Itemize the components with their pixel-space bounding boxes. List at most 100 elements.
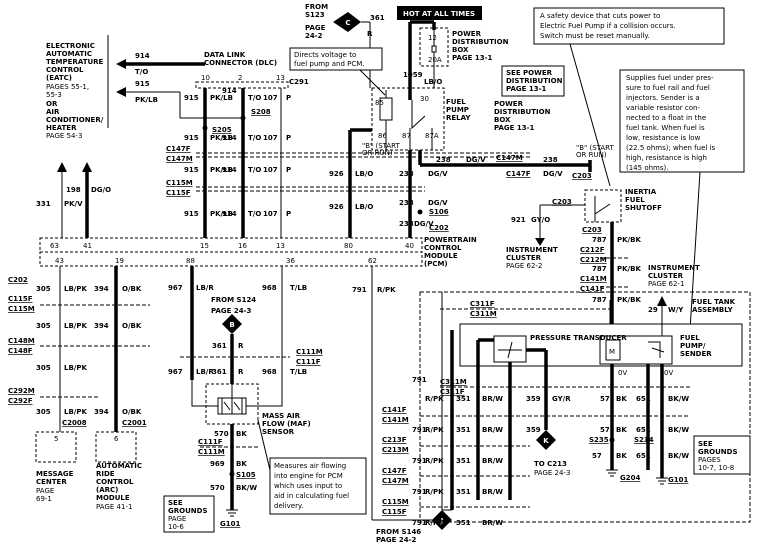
svg-text:198: 198 <box>66 186 81 194</box>
svg-text:791: 791 <box>412 488 427 496</box>
svg-text:BR/W: BR/W <box>482 457 503 465</box>
svg-text:C147M: C147M <box>382 477 409 485</box>
svg-text:PAGE 24-3: PAGE 24-3 <box>534 469 570 477</box>
svg-text:570: 570 <box>214 430 229 438</box>
svg-text:914: 914 <box>222 166 237 174</box>
svg-text:C291: C291 <box>289 78 309 86</box>
svg-text:41: 41 <box>83 242 92 250</box>
svg-text:R/PK: R/PK <box>425 519 444 527</box>
svg-text:13: 13 <box>276 74 285 82</box>
svg-text:PK/LB: PK/LB <box>210 134 233 142</box>
svg-text:PK/LB: PK/LB <box>210 94 233 102</box>
svg-text:PAGE: PAGE <box>36 487 54 495</box>
svg-text:LB/O: LB/O <box>424 78 442 86</box>
svg-text:C148F: C148F <box>8 347 33 355</box>
svg-text:delivery.: delivery. <box>274 502 303 510</box>
svg-text:361: 361 <box>212 368 227 376</box>
dlc-connector <box>195 81 289 89</box>
svg-text:351: 351 <box>456 457 471 465</box>
svg-text:R/PK: R/PK <box>377 286 396 294</box>
svg-text:DG/V: DG/V <box>428 199 448 207</box>
svg-text:R: R <box>238 342 244 350</box>
svg-text:A safety device that cuts powe: A safety device that cuts power to <box>540 12 660 20</box>
svg-text:SEE: SEE <box>698 440 713 448</box>
svg-text:DISTRIBUTION: DISTRIBUTION <box>506 77 563 85</box>
svg-text:O/BK: O/BK <box>122 322 142 330</box>
svg-text:LB/R: LB/R <box>196 284 214 292</box>
svg-text:which uses input to: which uses input to <box>274 482 342 490</box>
pcm-connector-top <box>39 237 423 253</box>
hot-at-all-times-banner <box>397 6 482 20</box>
svg-text:injectors. Sender is a: injectors. Sender is a <box>626 94 700 102</box>
svg-text:T/O: T/O <box>248 210 261 218</box>
svg-text:PAGE 13-1: PAGE 13-1 <box>494 124 535 132</box>
svg-text:43: 43 <box>55 257 64 265</box>
svg-text:P: P <box>286 166 291 174</box>
maf-sensor-note <box>269 457 367 515</box>
svg-text:into engine for PCM: into engine for PCM <box>274 472 343 480</box>
inertia-label: INERTIA <box>625 188 657 196</box>
svg-text:C115M: C115M <box>382 498 409 506</box>
svg-text:Switch must be reset manually.: Switch must be reset manually. <box>540 32 650 40</box>
svg-text:PAGE 13-1: PAGE 13-1 <box>506 85 547 93</box>
svg-text:12: 12 <box>428 34 437 42</box>
svg-text:BK: BK <box>616 452 627 460</box>
svg-text:S205: S205 <box>212 126 232 134</box>
svg-text:LB/PK: LB/PK <box>64 285 87 293</box>
svg-text:S235: S235 <box>589 436 609 444</box>
svg-text:MODULE: MODULE <box>424 252 458 260</box>
svg-text:sure to fuel rail and fuel: sure to fuel rail and fuel <box>626 84 710 92</box>
svg-text:926: 926 <box>329 203 344 211</box>
svg-text:969: 969 <box>210 460 225 468</box>
svg-text:2: 2 <box>238 74 242 82</box>
svg-text:C311M: C311M <box>440 378 467 386</box>
svg-text:19: 19 <box>115 257 124 265</box>
svg-text:PK/BK: PK/BK <box>617 296 641 304</box>
svg-text:C115F: C115F <box>8 295 33 303</box>
svg-text:PK/LB: PK/LB <box>135 96 158 104</box>
svg-text:ASSEMBLY: ASSEMBLY <box>692 306 734 314</box>
svg-text:C2001: C2001 <box>122 419 147 427</box>
svg-text:1059: 1059 <box>403 71 423 79</box>
svg-text:fuel pump and PCM.: fuel pump and PCM. <box>294 60 365 68</box>
svg-text:20A: 20A <box>428 56 442 64</box>
svg-text:967: 967 <box>168 284 183 292</box>
svg-text:LB/PK: LB/PK <box>64 364 87 372</box>
pdb-top-title: POWER <box>452 30 482 38</box>
connector-b-diamond <box>222 314 242 334</box>
dlc-label: DATA LINK <box>204 51 246 59</box>
svg-text:238: 238 <box>399 199 414 207</box>
svg-text:C311M: C311M <box>470 310 497 318</box>
svg-text:FROM S146: FROM S146 <box>376 528 421 536</box>
message-center-label: MESSAGE <box>36 470 74 478</box>
svg-text:"B" (START: "B" (START <box>362 142 401 150</box>
svg-text:63: 63 <box>50 242 59 250</box>
svg-text:915: 915 <box>135 80 150 88</box>
svg-text:LB/PK: LB/PK <box>64 408 87 416</box>
svg-text:K: K <box>543 437 549 445</box>
svg-text:nected to a float in the: nected to a float in the <box>626 114 706 122</box>
svg-text:915: 915 <box>184 134 199 142</box>
svg-text:86: 86 <box>378 132 387 140</box>
fuel-tank-assembly-outline <box>419 291 751 523</box>
svg-text:BR/W: BR/W <box>482 426 503 434</box>
svg-text:FUEL: FUEL <box>680 334 700 342</box>
svg-text:361: 361 <box>370 14 385 22</box>
svg-text:968: 968 <box>262 284 277 292</box>
svg-text:914: 914 <box>135 52 150 60</box>
svg-text:359: 359 <box>526 426 541 434</box>
svg-text:968: 968 <box>262 368 277 376</box>
svg-text:SENDER: SENDER <box>680 350 712 358</box>
svg-text:BK/W: BK/W <box>236 484 257 492</box>
svg-text:G204: G204 <box>620 474 640 482</box>
svg-text:107: 107 <box>263 134 278 142</box>
svg-text:C147M: C147M <box>166 155 193 163</box>
svg-text:C115M: C115M <box>166 179 193 187</box>
svg-text:S105: S105 <box>236 471 256 479</box>
svg-text:LB/O: LB/O <box>355 203 373 211</box>
svg-text:57: 57 <box>600 395 610 403</box>
svg-text:C141F: C141F <box>382 406 407 414</box>
svg-text:RELAY: RELAY <box>446 114 471 122</box>
svg-text:C141M: C141M <box>580 275 607 283</box>
